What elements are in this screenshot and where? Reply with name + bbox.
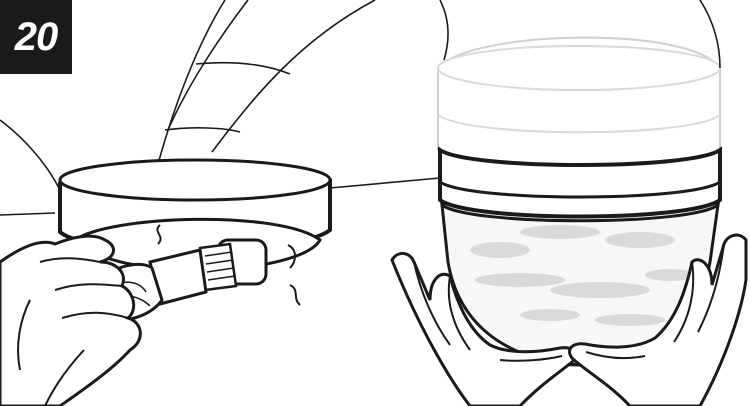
globe-install-icon xyxy=(392,0,746,406)
step-number-badge: 20 xyxy=(0,0,72,74)
bulb-install-icon xyxy=(0,160,330,406)
